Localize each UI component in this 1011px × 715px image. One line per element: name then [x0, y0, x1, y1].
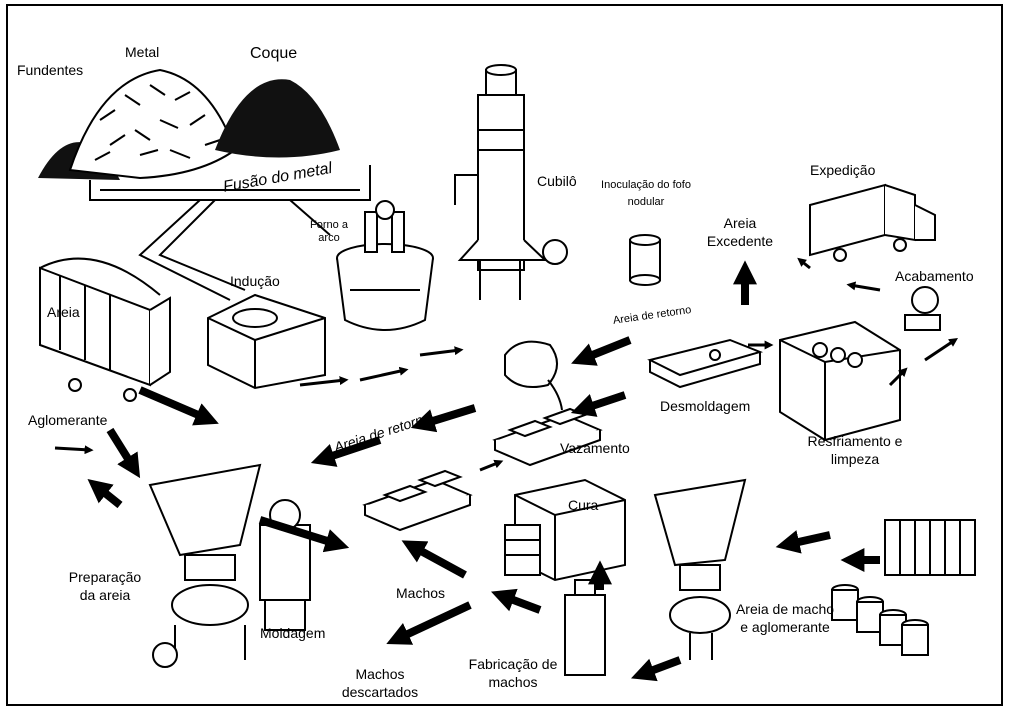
shakeout-table: [650, 340, 760, 387]
coque-pile: [215, 79, 340, 157]
expedition-truck: [810, 185, 935, 261]
mixer-loop-arrow-2: [95, 485, 120, 505]
acabamento-label: Acabamento: [895, 268, 974, 284]
metal-label: Metal: [125, 44, 159, 60]
areia-excedente-label: Areia Excedente: [700, 214, 780, 250]
core-sand-arrow-1: [785, 535, 830, 545]
cura-label: Cura: [568, 497, 598, 513]
coque-label: Coque: [250, 46, 297, 62]
vazamento-label: Vazamento: [560, 440, 630, 456]
core-sand-hopper: [655, 480, 745, 660]
machos-descartados-label: Machos descartados: [330, 665, 430, 701]
shakeout-arrow: [580, 395, 625, 410]
inoculacao-label: Inoculação do fofo nodular: [600, 177, 692, 211]
curing-oven: [505, 480, 625, 580]
discarded-cores-arrow: [395, 605, 470, 640]
finishing-station: [905, 287, 940, 330]
fundentes-label: Fundentes: [17, 62, 83, 78]
inducao-label: Indução: [230, 273, 280, 289]
sand-to-mixer-arrow: [140, 390, 210, 420]
return-sand-arrow-3: [580, 340, 630, 360]
hopper-to-core-arrow: [640, 660, 680, 675]
forno-a-arco-label: Forno a arco: [306, 219, 352, 245]
sand-preparation-mixer: [150, 465, 260, 667]
raw-material-piles: [38, 70, 340, 180]
induction-furnace: [208, 295, 325, 388]
areia-label: Areia: [47, 304, 80, 320]
expedicao-label: Expedição: [810, 162, 875, 178]
desmoldagem-label: Desmoldagem: [660, 398, 750, 414]
barrels: [832, 585, 928, 655]
moldagem-label: Moldagem: [260, 625, 325, 641]
cores-arrow-1: [410, 545, 465, 575]
resfriamento-label: Resfriamento e limpeza: [790, 432, 920, 468]
preparacao-label: Preparação da areia: [60, 568, 150, 604]
barrels-and-sacks: [832, 520, 975, 655]
aglomerante-label: Aglomerante: [28, 412, 107, 428]
pouring-ladle: [505, 342, 562, 410]
cubilo-label: Cubilô: [537, 173, 577, 189]
machos-label: Machos: [396, 585, 445, 601]
sand-wagon: [40, 259, 170, 401]
cores-arrow-2: [500, 595, 540, 610]
areia-macho-label: Areia de macho e aglomerante: [735, 600, 835, 636]
mixer-loop-arrow-1: [110, 430, 135, 470]
fabricacao-machos-label: Fabricação de machos: [468, 655, 558, 691]
cooling-cleaning-machine: [780, 322, 900, 440]
inoculation-container: [630, 235, 660, 285]
core-making-machine: [565, 580, 605, 675]
